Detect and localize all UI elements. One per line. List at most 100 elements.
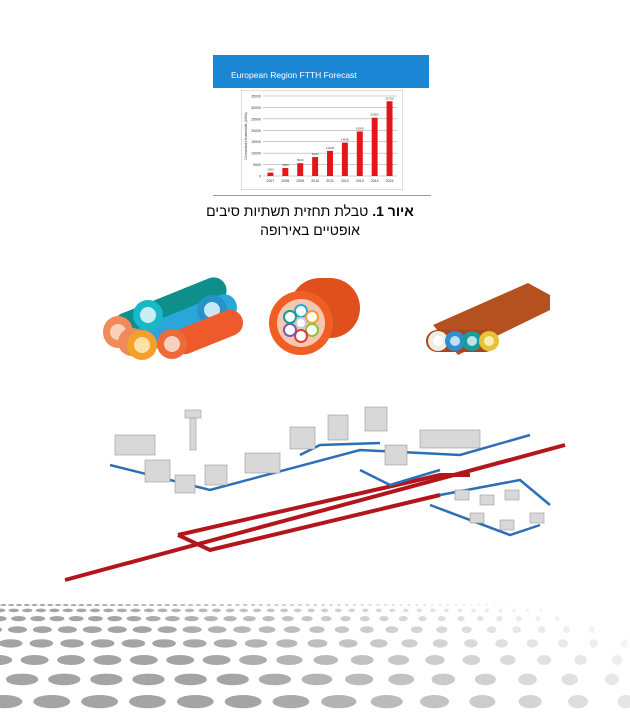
- decorative-dot: [224, 695, 262, 709]
- decorative-dot: [432, 639, 448, 648]
- bar: [282, 168, 289, 176]
- decorative-dot: [512, 608, 516, 613]
- decorative-dot: [133, 604, 139, 606]
- dotted-background-decoration: [0, 604, 630, 709]
- decorative-dot: [391, 604, 395, 606]
- decorative-dot: [276, 655, 303, 665]
- decorative-dot: [0, 627, 3, 632]
- decorative-dot: [321, 604, 326, 606]
- decorative-dot: [348, 608, 356, 613]
- decorative-dot: [62, 604, 69, 606]
- decorative-dot: [501, 604, 504, 606]
- y-tick-label: 15000: [251, 140, 261, 144]
- decorative-dot: [227, 604, 232, 606]
- x-tick-label: 2009: [296, 179, 304, 183]
- decorative-dot: [398, 616, 408, 622]
- decorative-dot: [8, 608, 19, 613]
- decorative-dot: [446, 604, 450, 606]
- decorative-dot: [145, 616, 161, 622]
- decorative-dot: [476, 616, 484, 622]
- decorative-dot: [589, 639, 598, 648]
- decorative-dot: [498, 608, 503, 613]
- decorative-dot: [68, 616, 84, 622]
- decorative-dot: [307, 639, 328, 648]
- decorative-dot: [157, 626, 177, 633]
- decorative-dot: [431, 673, 456, 686]
- decorative-dot: [437, 616, 446, 622]
- decorative-dot: [148, 604, 155, 606]
- decorative-dot: [431, 604, 434, 606]
- decorative-dot: [370, 695, 403, 709]
- decorative-dot: [184, 608, 195, 613]
- decorative-dot: [539, 608, 543, 613]
- y-tick-label: 5000: [253, 163, 261, 167]
- decorative-dot: [212, 608, 222, 613]
- decorative-dot: [81, 695, 118, 709]
- decorative-dot: [537, 655, 552, 665]
- decorative-dot: [62, 608, 74, 613]
- decorative-dot: [239, 655, 267, 665]
- decorative-dot: [55, 604, 61, 606]
- decorative-dot: [272, 695, 310, 709]
- decorative-dot: [57, 655, 85, 665]
- x-tick-label: 2013: [356, 179, 364, 183]
- decorative-dot: [384, 604, 388, 606]
- bar-value-label: 14600: [341, 138, 350, 142]
- y-tick-label: 35000: [251, 95, 261, 99]
- decorative-dot: [88, 616, 103, 622]
- decorative-dot: [379, 616, 389, 622]
- decorative-dot: [39, 604, 46, 606]
- bar-value-label: 1500: [267, 168, 274, 172]
- decorative-dot: [195, 604, 201, 606]
- decorative-dot: [258, 604, 264, 606]
- decorative-dot: [301, 673, 333, 686]
- decorative-dot: [289, 604, 295, 606]
- x-tick-label: 2010: [311, 179, 319, 183]
- decorative-dot: [223, 616, 237, 622]
- decorative-dot: [101, 604, 108, 606]
- decorative-dot: [233, 626, 251, 633]
- decorative-dot: [262, 616, 275, 622]
- decorative-dot: [48, 673, 81, 686]
- decorative-dot: [454, 604, 458, 606]
- decorative-dot: [164, 604, 170, 606]
- decorative-dot: [336, 604, 341, 606]
- caption-divider: [213, 195, 431, 196]
- bar: [356, 131, 363, 176]
- decorative-dot: [109, 604, 116, 606]
- decorative-dot: [509, 604, 512, 606]
- decorative-dot: [22, 608, 33, 613]
- decorative-dot: [471, 608, 476, 613]
- decorative-dot: [174, 673, 207, 686]
- decorative-dot: [561, 673, 578, 686]
- decorative-dot: [457, 608, 463, 613]
- decorative-dot: [47, 604, 54, 606]
- decorative-dot: [362, 608, 369, 613]
- decorative-dot: [484, 608, 490, 613]
- microduct-cable-image: [269, 278, 360, 355]
- decorative-dot: [499, 655, 516, 665]
- decorative-dot: [182, 639, 207, 648]
- decorative-dot: [368, 604, 372, 606]
- decorative-dot: [252, 608, 262, 613]
- decorative-dot: [352, 604, 357, 606]
- decorative-dot: [574, 655, 587, 665]
- decorative-dot: [399, 604, 403, 606]
- decorative-dot: [94, 604, 100, 606]
- decorative-dot: [375, 608, 382, 613]
- decorative-dot: [563, 626, 571, 633]
- decorative-dot: [419, 695, 450, 709]
- decorative-dot: [33, 695, 71, 709]
- bar-value-label: 32700: [385, 96, 394, 100]
- decorative-dot: [313, 604, 318, 606]
- decorative-dot: [416, 608, 423, 613]
- chart-frame: [241, 90, 403, 190]
- decorative-dot: [29, 639, 54, 648]
- decorative-dot: [0, 616, 7, 622]
- decorative-dot: [202, 655, 231, 665]
- bar: [312, 157, 319, 176]
- decorative-dot: [184, 616, 199, 622]
- decorative-dot: [334, 608, 342, 613]
- decorative-dot: [78, 604, 85, 606]
